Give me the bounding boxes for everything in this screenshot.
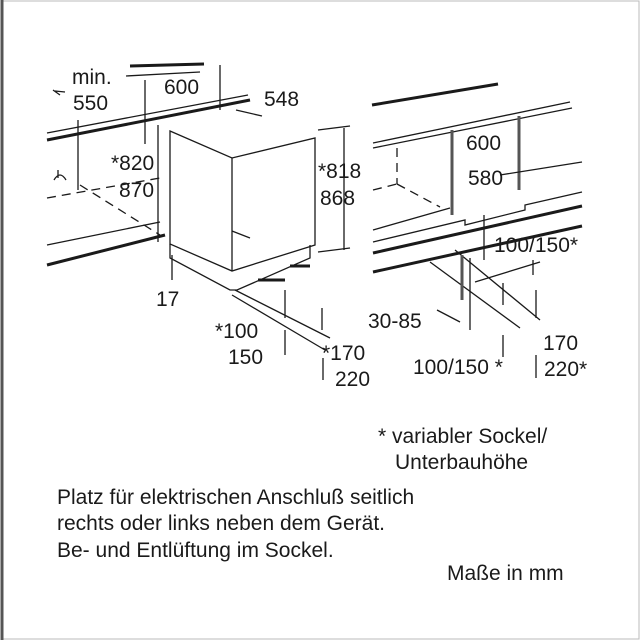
plinth-top-label: 100/150* <box>494 234 578 257</box>
right-vent-b-label: 220* <box>544 358 587 381</box>
units-label: Maße in mm <box>447 562 564 585</box>
right-installation-view: 600 580 100/150* 30-85 170 100/150 * 220… <box>368 82 587 381</box>
right-niche-width-label: 600 <box>466 132 501 155</box>
vent-a-label: *170 <box>322 342 365 365</box>
appliance-height-b-label: 868 <box>320 187 355 210</box>
inner-width-label: 580 <box>468 167 503 190</box>
plinth-b-label: 150 <box>228 346 263 369</box>
min-width-value: 550 <box>73 92 108 115</box>
footnote-line-2: Unterbauhöhe <box>395 451 528 474</box>
niche-width-label: 600 <box>164 76 199 99</box>
footnote-line-1: * variabler Sockel/ <box>378 425 547 448</box>
plinth-a-label: *100 <box>215 320 258 343</box>
side-gap-label: 17 <box>156 288 179 311</box>
note-line-2: rechts oder links neben dem Gerät. <box>57 512 385 535</box>
note-line-1: Platz für elektrischen Anschluß seitlich <box>57 486 414 509</box>
vent-b-label: 220 <box>335 368 370 391</box>
min-label: min. <box>72 66 112 89</box>
right-vent-a-label: 170 <box>543 332 578 355</box>
appliance-height-a-label: *818 <box>318 160 361 183</box>
plinth-bottom-label: 100/150 * <box>413 356 503 379</box>
left-installation-view: min. 550 600 548 *820 870 *818 868 17 *1… <box>46 62 370 391</box>
niche-height-a-label: *820 <box>111 152 154 175</box>
note-line-3: Be- und Entlüftung im Sockel. <box>57 539 334 562</box>
depth-label: 548 <box>264 88 299 111</box>
niche-height-b-label: 870 <box>119 179 154 202</box>
plinth-depth-label: 30-85 <box>368 310 422 333</box>
